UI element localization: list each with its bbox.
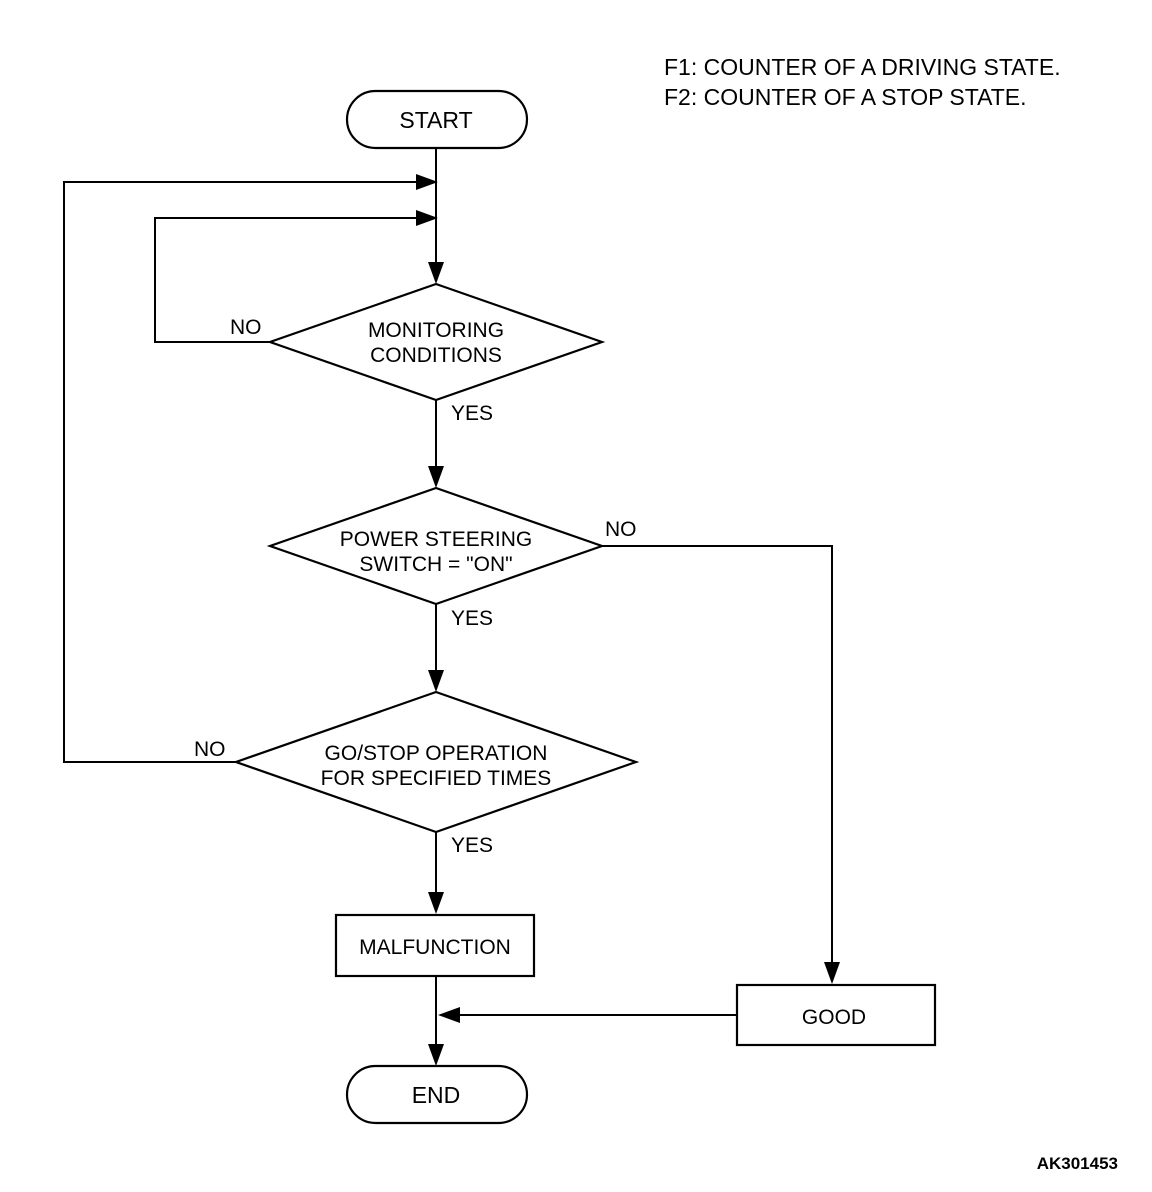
end-terminator: END: [345, 1064, 529, 1125]
power-steering-decision: POWER STEERING SWITCH = "ON": [266, 486, 606, 606]
legend-f1: F1: COUNTER OF A DRIVING STATE.: [664, 54, 1061, 80]
arrowhead-down-to-good: [824, 962, 840, 984]
good-process: GOOD: [735, 983, 937, 1047]
good-label: GOOD: [802, 1006, 866, 1029]
go-stop-label-line2: FOR SPECIFIED TIMES: [321, 767, 552, 790]
monitoring-label-line1: MONITORING: [368, 319, 504, 342]
connectors: [63, 148, 833, 1050]
malfunction-process: MALFUNCTION: [334, 913, 536, 978]
go-stop-yes-label: YES: [451, 834, 493, 857]
arrowhead-down-to-go-stop: [428, 670, 444, 692]
end-label: END: [412, 1082, 461, 1108]
power-steering-no-label: NO: [605, 518, 637, 541]
arrowhead-left-from-good: [438, 1007, 460, 1023]
monitoring-conditions-decision: MONITORING CONDITIONS: [266, 282, 606, 402]
power-steering-yes-label: YES: [451, 607, 493, 630]
start-label: START: [399, 107, 472, 133]
arrowhead-down-to-monitoring: [428, 262, 444, 284]
power-steering-label-line1: POWER STEERING: [340, 528, 533, 551]
power-steering-label-line2: SWITCH = "ON": [359, 553, 512, 576]
go-stop-label-line1: GO/STOP OPERATION: [325, 742, 548, 765]
arrowhead-right-loop-outer: [416, 174, 438, 190]
start-terminator: START: [345, 89, 529, 150]
legend-f2: F2: COUNTER OF A STOP STATE.: [664, 84, 1027, 110]
go-stop-decision: GO/STOP OPERATION FOR SPECIFIED TIMES: [232, 690, 640, 834]
arrowhead-down-to-end: [428, 1044, 444, 1066]
malfunction-label: MALFUNCTION: [359, 936, 511, 959]
arrowhead-right-loop-inner: [416, 210, 438, 226]
arrowhead-down-to-power-steering: [428, 466, 444, 488]
arrowheads: [416, 174, 840, 1066]
monitoring-label-line2: CONDITIONS: [370, 344, 502, 367]
arrowhead-down-to-malfunction: [428, 892, 444, 914]
monitoring-yes-label: YES: [451, 402, 493, 425]
monitoring-no-label: NO: [230, 316, 262, 339]
reference-code: AK301453: [1037, 1154, 1118, 1173]
go-stop-no-label: NO: [194, 738, 226, 761]
